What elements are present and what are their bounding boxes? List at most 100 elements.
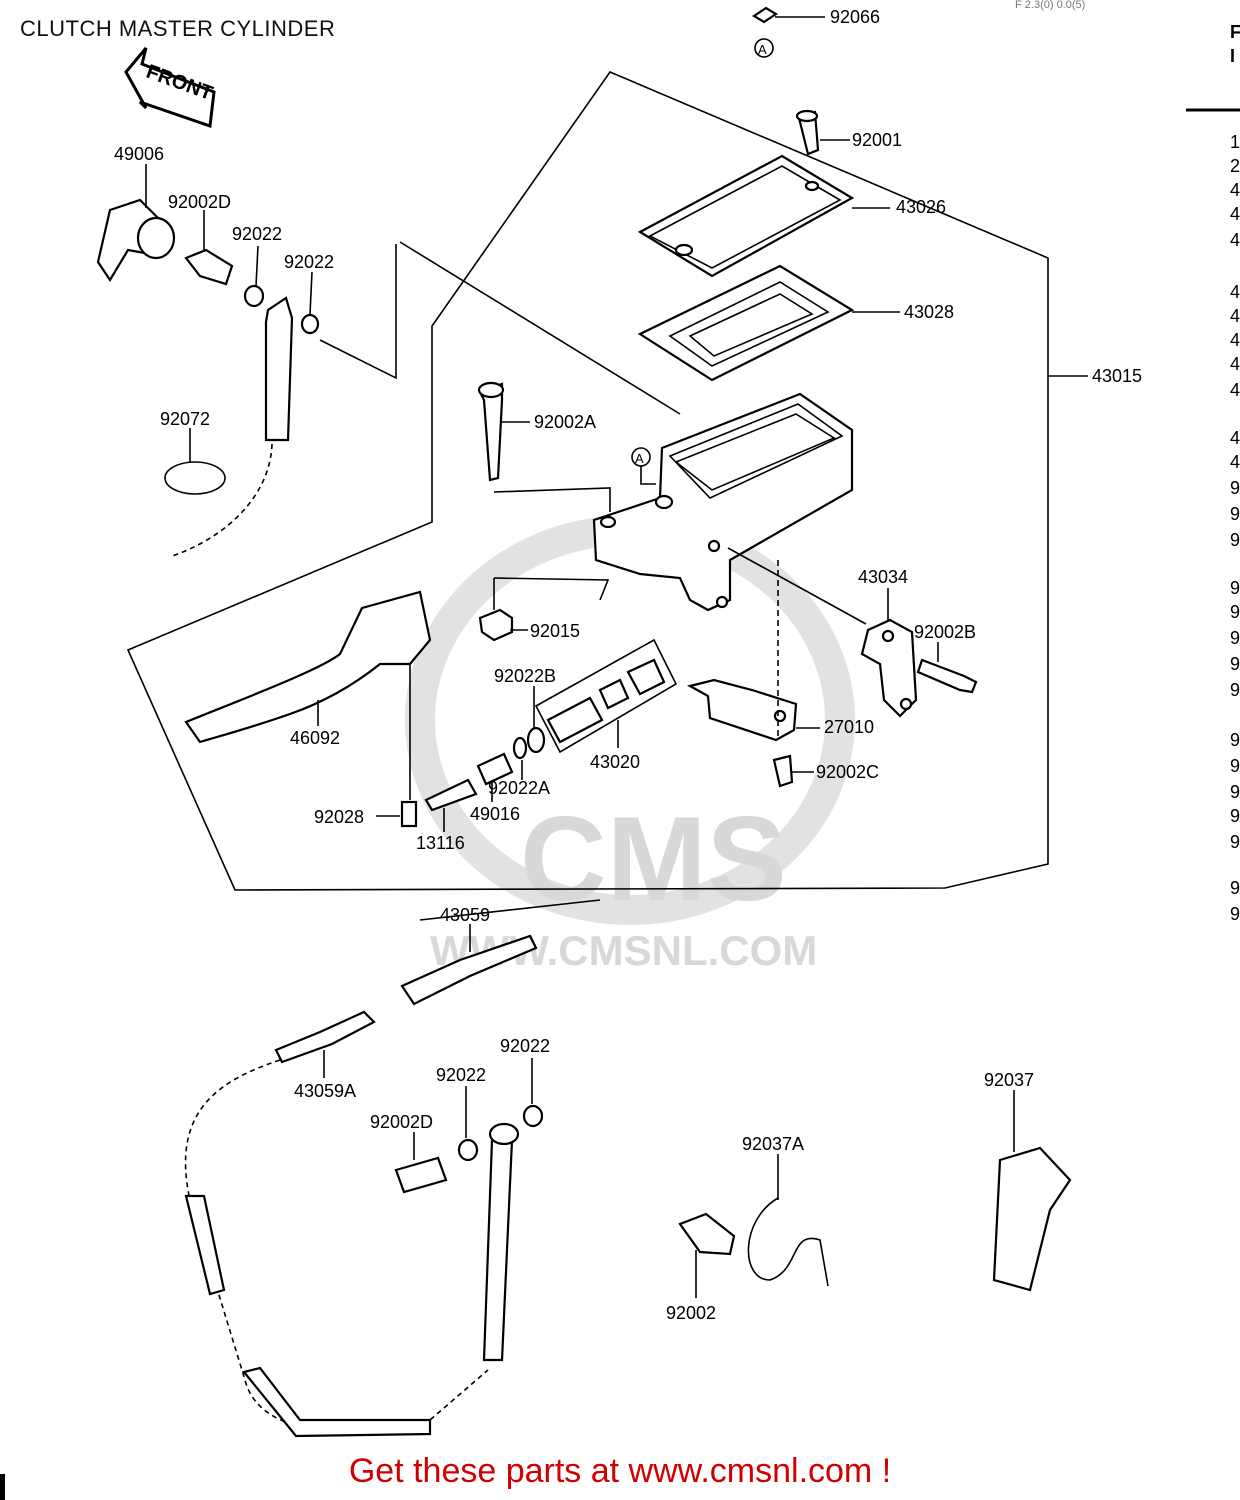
side-index-10: 4: [1230, 428, 1240, 448]
switch-icon: [687, 678, 798, 742]
assembly-outline: [126, 71, 1049, 891]
seal-icon: [526, 726, 546, 754]
side-index-1: 2: [1230, 156, 1240, 176]
side-index-19: 9: [1230, 680, 1240, 700]
lever-cover-icon: [96, 198, 176, 283]
hose-fitting-top-icon: [264, 296, 294, 442]
pivot-bolt-icon: [477, 381, 505, 482]
banjo-bolt-bottom-icon: [394, 1156, 448, 1194]
label-43059A: 43059A: [294, 1081, 356, 1101]
side-index-7: 4: [1230, 330, 1240, 350]
side-index-12: 9: [1230, 478, 1240, 498]
side-index-0: 1: [1230, 132, 1240, 152]
side-index-23: 9: [1230, 806, 1240, 826]
label-92002: 92002: [666, 1303, 716, 1323]
label-43026: 43026: [896, 197, 946, 217]
push-rod-icon: [476, 752, 514, 786]
side-index-20: 9: [1230, 730, 1240, 750]
marker-a-body: A: [631, 447, 656, 485]
lower-banjo-icon: [488, 1122, 520, 1146]
label-27010: 27010: [824, 717, 874, 737]
side-index-column: F I 1 2 4 4 4 4 4 4 4 4 4 4 9 9 9 9 9 9 …: [1186, 22, 1240, 924]
label-43059: 43059: [440, 905, 490, 925]
washer-top-1-icon: [243, 284, 265, 308]
label-92002C: 92002C: [816, 762, 879, 782]
label-13116: 13116: [416, 833, 465, 853]
pivot-nut-icon: [478, 608, 514, 642]
side-index-4: 4: [1230, 230, 1240, 250]
label-43034: 43034: [858, 567, 908, 587]
cap-screw-icon: [795, 109, 820, 156]
reservoir-cap-icon: [637, 154, 855, 278]
label-92002D-bottom: 92002D: [370, 1112, 433, 1132]
label-92022-bottom-2: 92022: [436, 1065, 486, 1085]
edge-mark: [0, 1474, 5, 1500]
side-index-15: 9: [1230, 578, 1240, 598]
side-index-13: 9: [1230, 504, 1240, 524]
corner-note: F 2.3(0) 0.0(5): [1015, 0, 1085, 11]
part-labels: 92066 92001 43026 43028 43015 49006 9200…: [114, 7, 1142, 1323]
banjo-bolt-top-icon: [184, 248, 234, 286]
washer-bottom-2-icon: [522, 1104, 544, 1128]
side-index-5: 4: [1230, 282, 1240, 302]
watermark-logo: CMS: [520, 792, 787, 926]
side-index-21: 9: [1230, 756, 1240, 776]
cable-end-icon: [400, 934, 538, 1006]
master-cylinder-body-icon: [592, 392, 854, 612]
hose-clamp-icon: [992, 1146, 1072, 1292]
side-index-6: 4: [1230, 306, 1240, 326]
front-arrow-icon: FRONT: [124, 47, 216, 129]
label-92037: 92037: [984, 1070, 1034, 1090]
cable-sleeve-icon: [184, 1194, 226, 1296]
clutch-lever-icon: [184, 590, 432, 744]
cable-lower-end-icon: [242, 1366, 432, 1438]
cable-adjuster-icon: [274, 1010, 376, 1064]
hose-guide-icon: [747, 1197, 829, 1287]
side-index-2: 4: [1230, 180, 1240, 200]
side-index-16: 9: [1230, 602, 1240, 622]
label-92022-bottom-1: 92022: [500, 1036, 550, 1056]
side-index-8: 4: [1230, 354, 1240, 374]
side-header-1: F: [1230, 22, 1240, 42]
clamp-bolt-icon: [916, 658, 978, 694]
label-92028: 92028: [314, 807, 364, 827]
label-49016: 49016: [470, 804, 520, 824]
switch-screw-icon: [772, 754, 794, 788]
label-92022B: 92022B: [494, 666, 556, 686]
marker-a-top-label: A: [758, 42, 767, 57]
label-92066: 92066: [830, 7, 880, 27]
side-index-26: 9: [1230, 904, 1240, 924]
label-92022-top-2: 92022: [284, 252, 334, 272]
lower-hose-icon: [482, 1138, 514, 1362]
page-title: CLUTCH MASTER CYLINDER: [20, 16, 336, 41]
label-43020: 43020: [590, 752, 640, 772]
label-92002B: 92002B: [914, 622, 976, 642]
side-index-25: 9: [1230, 878, 1240, 898]
footer-promo: Get these parts at www.cmsnl.com !: [348, 1452, 892, 1490]
clamp-icon: [860, 618, 918, 718]
label-92002D-top: 92002D: [168, 192, 231, 212]
marker-a-body-label: A: [635, 451, 644, 466]
guide-bolt-icon: [678, 1212, 736, 1256]
hose-clip-icon: [164, 461, 226, 495]
washer-top-2-icon: [300, 313, 320, 335]
side-index-11: 4: [1230, 452, 1240, 472]
label-43028: 43028: [904, 302, 954, 322]
label-92015: 92015: [530, 621, 580, 641]
side-index-9: 4: [1230, 380, 1240, 400]
washer-bottom-1-icon: [457, 1138, 479, 1162]
side-index-24: 9: [1230, 832, 1240, 852]
washer-icon: [512, 736, 528, 760]
label-92001: 92001: [852, 130, 902, 150]
marker-a-top: A: [751, 6, 779, 58]
side-index-22: 9: [1230, 782, 1240, 802]
label-92037A: 92037A: [742, 1134, 804, 1154]
pivot-pin-icon: [400, 800, 418, 828]
label-92002A: 92002A: [534, 412, 596, 432]
piston-kit-icon: [534, 638, 678, 754]
side-index-17: 9: [1230, 628, 1240, 648]
label-49006: 49006: [114, 144, 164, 164]
label-92022A: 92022A: [488, 778, 550, 798]
side-header-2: I: [1230, 46, 1235, 66]
